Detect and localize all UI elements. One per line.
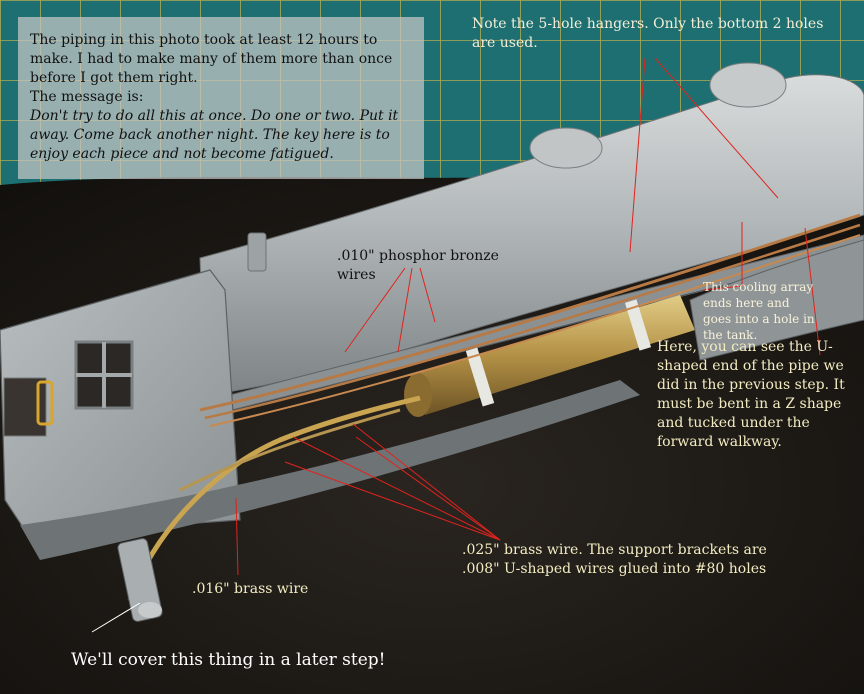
cooling-array-note: This cooling array ends here and goes in… [703, 280, 815, 342]
steam-dome-rear [529, 127, 603, 169]
intro-note-text: The piping in this photo took at least 1… [30, 32, 393, 86]
later-step-note: We'll cover this thing in a later step! [71, 650, 386, 670]
brass-wire-016-label: .016" brass wire [192, 581, 309, 597]
brass-wire-025-note: .025" brass wire. The support brackets a… [462, 542, 767, 577]
leader-lines [235, 57, 821, 576]
intro-note-box [18, 17, 424, 179]
steam-dome-front [709, 62, 787, 108]
u-shaped-pipe-note: Here, you can see the U-shaped end of th… [657, 339, 845, 450]
piping [127, 213, 861, 601]
intro-note-message: Don't try to do all this at once. Do one… [30, 108, 399, 162]
frame [20, 380, 640, 560]
whistle [247, 232, 267, 272]
phosphor-wires-label: .010" phosphor bronze wires [337, 248, 499, 283]
brass-tank [404, 295, 695, 417]
cab-side-opening [3, 377, 47, 437]
injector-fitting [117, 538, 163, 622]
intro-note: The piping in this photo took at least 1… [30, 31, 422, 164]
leader-line-white [91, 602, 141, 633]
intro-note-heading: The message is: [30, 89, 144, 105]
locomotive-body [0, 62, 864, 622]
front-cylinder [689, 239, 864, 361]
cab-grab-handle [36, 380, 54, 426]
hangers-note: Note the 5-hole hangers. Only the bottom… [472, 16, 824, 51]
